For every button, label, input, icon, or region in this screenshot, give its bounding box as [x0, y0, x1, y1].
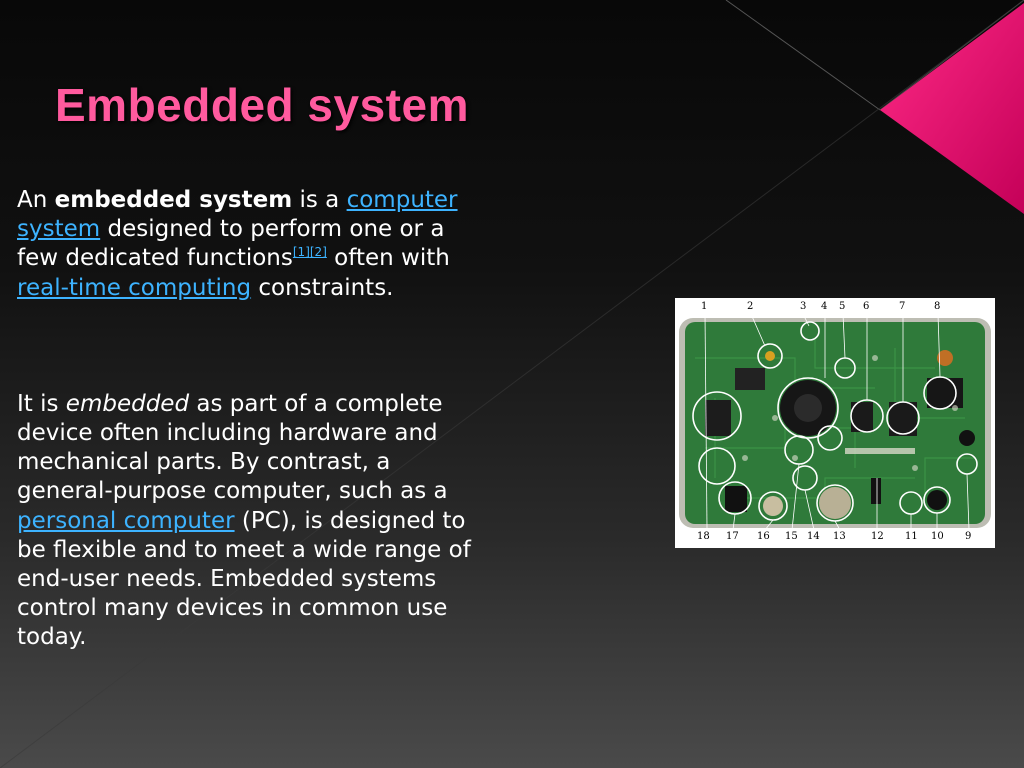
callout-number: 14 — [807, 531, 820, 542]
pink-corner-accent — [880, 3, 1024, 214]
callout-number: 12 — [871, 531, 884, 542]
callout-number: 15 — [785, 531, 798, 542]
paragraph-intro: An embedded system is a computer system … — [17, 186, 477, 303]
callout-number: 8 — [934, 301, 941, 312]
callout-number: 13 — [833, 531, 846, 542]
bold-term: embedded system — [54, 187, 293, 213]
reference-link-2[interactable]: [2] — [309, 245, 327, 260]
italic-term: embedded — [65, 390, 190, 417]
callout-number: 4 — [821, 301, 828, 312]
callout-number: 11 — [905, 531, 918, 542]
callout-number: 5 — [839, 301, 846, 312]
callout-number: 1 — [701, 301, 708, 312]
text-segment: constraints. — [251, 274, 394, 301]
callout-number: 3 — [800, 301, 807, 312]
text-segment: It is — [17, 390, 66, 417]
text-segment: (PC), is designed to be flexible and to … — [17, 507, 471, 651]
callout-number: 7 — [899, 301, 906, 312]
callout-number: 18 — [697, 531, 710, 542]
callout-number: 2 — [747, 301, 754, 312]
body-text: An embedded system is a computer system … — [17, 186, 477, 653]
callout-number: 10 — [931, 531, 944, 542]
link-personal-computer[interactable]: personal computer — [17, 507, 235, 534]
text-segment: as part of a complete device often inclu… — [17, 390, 448, 505]
text-segment: often with — [326, 245, 450, 272]
slide-title: Embedded system — [55, 79, 469, 131]
circuit-board-image: 1 2 3 4 5 6 7 8 18 17 16 15 14 13 12 11 … — [675, 298, 995, 548]
text-segment: designed to perform one or a few dedicat… — [17, 216, 445, 272]
link-real-time-computing[interactable]: real-time computing — [17, 274, 252, 301]
paragraph-details: It is embedded as part of a complete dev… — [17, 390, 477, 653]
callout-number: 16 — [757, 531, 770, 542]
callout-number: 17 — [726, 531, 739, 542]
link-computer-system[interactable]: computer system — [17, 187, 458, 243]
text-segment: is a — [292, 187, 347, 213]
callout-number: 6 — [863, 301, 870, 312]
reference-link-1[interactable]: [1] — [292, 245, 310, 260]
callout-number: 9 — [965, 531, 972, 542]
text-segment: An — [17, 187, 55, 213]
